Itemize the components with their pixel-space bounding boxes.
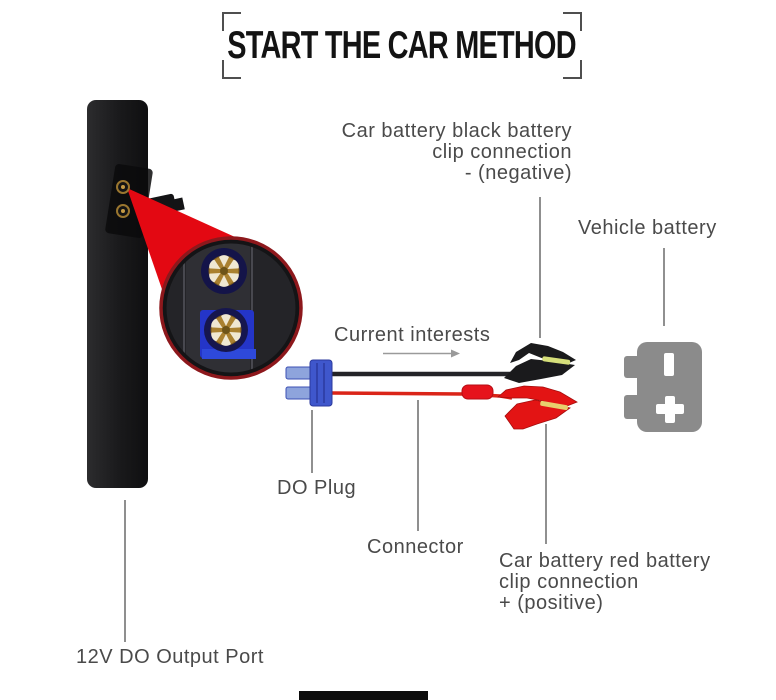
red-clamp — [497, 385, 578, 430]
zoomed-port-top — [201, 248, 247, 294]
device-body — [87, 100, 148, 488]
label-vehicle-battery: Vehicle battery — [578, 217, 717, 239]
label-do-plug: DO Plug — [277, 477, 357, 499]
magnifier-beam — [127, 188, 246, 298]
plug-body — [309, 359, 333, 407]
label-negative-clip-line3: - (negative) — [464, 162, 572, 184]
port-bottom-center-pin — [222, 326, 230, 334]
label-output-port: 12V DO Output Port — [76, 646, 264, 668]
title-block: START THE CAR METHOD — [222, 12, 582, 79]
ec5-socket-strip — [202, 349, 256, 359]
leader-lines — [124, 197, 665, 642]
arrow-head — [451, 349, 460, 358]
plug-prong-top — [285, 366, 314, 380]
black-clamp-lower-jaw — [504, 359, 575, 383]
black-clamp-teeth — [542, 356, 571, 365]
label-connector: Connector — [367, 536, 464, 558]
label-current-interests: Current interests — [334, 324, 491, 346]
inline-connector — [461, 384, 494, 400]
black-clamp — [504, 343, 576, 383]
label-positive-clip-line1: Car battery red battery — [499, 550, 711, 572]
negative-terminal-mark — [664, 353, 674, 376]
positive-terminal-mark — [656, 396, 684, 423]
label-negative-clip: Car battery black battery clip connectio… — [342, 121, 572, 184]
watermark-bar — [299, 691, 428, 700]
label-positive-clip-line3: + (positive) — [499, 592, 604, 614]
red-clamp-teeth — [540, 400, 568, 411]
lens-red-rim — [159, 236, 303, 380]
page-title: START THE CAR METHOD — [227, 23, 577, 67]
bracket-bottom-right-icon — [563, 60, 582, 79]
label-negative-clip-line2: clip connection — [432, 141, 572, 163]
battery-terminal-tab-bottom — [624, 395, 640, 419]
port-top-center-pin — [220, 267, 228, 275]
magnifier-detail — [159, 236, 303, 380]
battery-terminal-tab-top — [624, 356, 640, 378]
output-port-top-pin — [121, 185, 125, 189]
current-flow-arrow — [383, 349, 460, 358]
red-clamp-upper-jaw — [497, 385, 578, 409]
label-negative-clip-line1: Car battery black battery — [341, 120, 572, 142]
do-plug-graphic — [285, 359, 333, 407]
vehicle-battery-icon — [624, 342, 702, 432]
bracket-top-left-icon — [222, 12, 241, 31]
label-positive-clip: Car battery red battery clip connection … — [499, 551, 711, 614]
battery-body — [637, 342, 702, 432]
plug-prong-bottom — [285, 386, 314, 400]
label-positive-clip-line2: clip connection — [499, 571, 639, 593]
device-output-ports — [116, 180, 130, 218]
bracket-top-right-icon — [563, 12, 582, 31]
plus-horizontal-bar — [656, 404, 684, 414]
output-port-bottom-pin — [121, 209, 125, 213]
side-plug-nub — [172, 197, 185, 212]
zoomed-port-bottom — [204, 308, 248, 352]
bracket-bottom-left-icon — [222, 60, 241, 79]
lens-inner-rim — [161, 238, 301, 378]
